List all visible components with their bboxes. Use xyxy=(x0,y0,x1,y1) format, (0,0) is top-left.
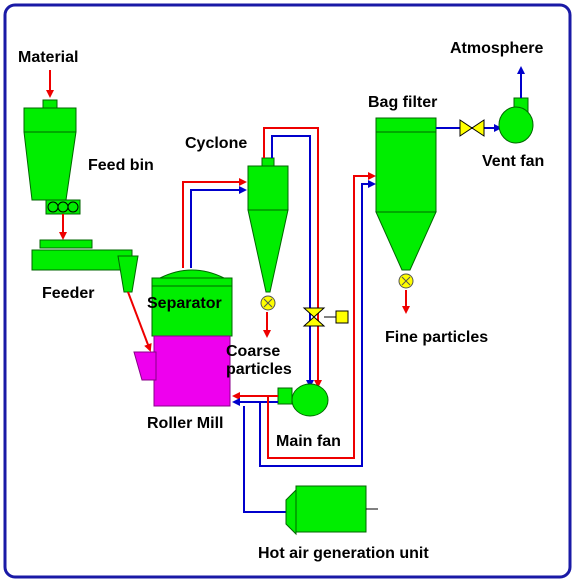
label-main-fan: Main fan xyxy=(276,433,341,450)
label-vent-fan: Vent fan xyxy=(482,153,544,170)
separator-to-cyclone-red xyxy=(182,178,247,268)
control-valve xyxy=(302,307,349,327)
feed-bin xyxy=(23,99,81,215)
label-coarse: Coarse xyxy=(226,343,280,360)
hotair-to-mill-blue xyxy=(243,406,290,513)
roller-mill xyxy=(133,335,231,407)
label-coarse-particles: particles xyxy=(226,361,292,378)
label-fine-particles: Fine particles xyxy=(385,329,488,346)
label-feeder: Feeder xyxy=(42,285,94,302)
cyclone xyxy=(247,157,289,311)
bag-filter xyxy=(375,117,437,289)
separator xyxy=(151,269,233,337)
vent-damper xyxy=(459,119,485,137)
label-hot-air-unit: Hot air generation unit xyxy=(258,545,429,562)
label-feed-bin: Feed bin xyxy=(88,157,154,174)
vent-fan xyxy=(498,97,534,144)
fan-to-bagfilter-blue xyxy=(259,180,376,467)
label-atmosphere: Atmosphere xyxy=(450,40,543,57)
feeder xyxy=(31,239,139,293)
label-separator: Separator xyxy=(147,295,222,312)
hot-air-generation-unit xyxy=(285,485,378,536)
feeder-to-mill-arrow xyxy=(127,291,152,352)
label-cyclone: Cyclone xyxy=(185,135,247,152)
separator-to-cyclone-blue xyxy=(190,186,247,268)
cyclone-to-fan-red xyxy=(263,127,322,388)
label-roller-mill: Roller Mill xyxy=(147,415,223,432)
cyclone-to-fan-blue xyxy=(271,135,314,388)
label-material: Material xyxy=(18,49,78,66)
main-fan xyxy=(277,383,329,417)
label-bag-filter: Bag filter xyxy=(368,94,437,111)
fan-to-bagfilter-red xyxy=(267,172,376,459)
